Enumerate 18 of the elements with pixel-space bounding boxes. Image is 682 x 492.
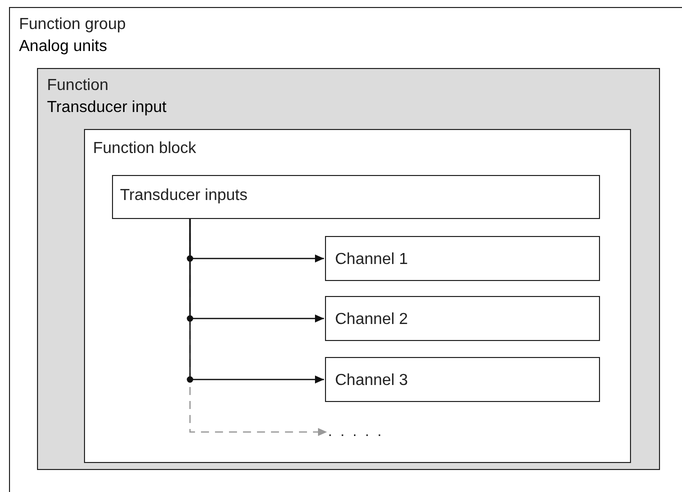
block-frame [84, 129, 631, 463]
function-panel [37, 68, 660, 470]
node-label: Channel 1 [335, 250, 408, 270]
node-label: Transducer inputs [120, 186, 248, 206]
node-title: Analog units [19, 37, 108, 57]
group-frame [9, 7, 682, 492]
node-label: Channel 3 [335, 371, 408, 391]
node-label: Function group [19, 15, 126, 35]
node-label: Function [47, 76, 108, 96]
channel-box [325, 236, 600, 281]
channel-box [325, 357, 600, 402]
node-title: Transducer input [47, 98, 166, 118]
process-box [112, 175, 600, 219]
connector-arrow [189, 219, 324, 262]
node-label: Channel 2 [335, 310, 408, 330]
ellipsis-text: . . . . . [328, 422, 384, 442]
channel-box [325, 296, 600, 341]
node-label: Function block [93, 139, 196, 159]
